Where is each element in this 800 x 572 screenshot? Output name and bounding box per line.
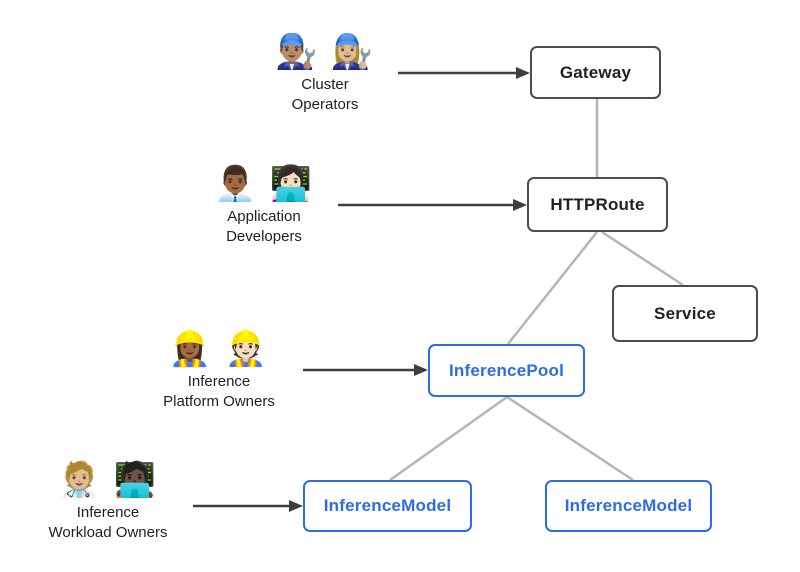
- edge-httproute-inferencepool: [507, 231, 598, 345]
- persona-inference-workload-owners: 🧑🏼‍⚕️ 🧑🏿‍💻 Inference Workload Owners: [49, 461, 168, 543]
- edge-httproute-service: [601, 230, 684, 287]
- node-gateway: Gateway: [530, 46, 661, 99]
- node-service: Service: [612, 285, 758, 342]
- persona-label: Cluster Operators: [292, 75, 359, 115]
- persona-application-developers: 👨🏾‍💼 👩🏻‍💻 Application Developers: [214, 165, 314, 247]
- mechanics-emoji-icon: 👨🏽‍🔧 👩🏼‍🔧: [274, 33, 376, 71]
- health-worker-technologist-emoji-icon: 🧑🏼‍⚕️ 🧑🏿‍💻: [57, 461, 159, 499]
- node-inference-model-right: InferenceModel: [545, 480, 712, 532]
- persona-label-line2: Operators: [291, 95, 359, 113]
- node-httproute: HTTPRoute: [527, 177, 668, 232]
- persona-label-line2: Workload Owners: [48, 523, 168, 541]
- node-inference-model-left: InferenceModel: [303, 480, 472, 532]
- persona-inference-platform-owners: 👷🏾‍♀️ 👷🏻 Inference Platform Owners: [163, 330, 275, 412]
- persona-label: Inference Workload Owners: [49, 503, 168, 543]
- persona-label-line1: Inference: [187, 373, 251, 391]
- technologists-emoji-icon: 👨🏾‍💼 👩🏻‍💻: [213, 165, 315, 203]
- persona-label-line1: Inference: [76, 504, 140, 522]
- persona-label-line1: Application: [227, 208, 301, 226]
- persona-label-line1: Cluster: [301, 76, 349, 94]
- persona-label: Application Developers: [226, 207, 302, 247]
- persona-label: Inference Platform Owners: [163, 372, 275, 412]
- construction-workers-emoji-icon: 👷🏾‍♀️ 👷🏻: [168, 330, 270, 368]
- edge-inferencepool-inferencemodel-right: [506, 395, 634, 482]
- persona-label-line2: Developers: [226, 227, 302, 245]
- node-inference-pool: InferencePool: [428, 344, 585, 397]
- persona-label-line2: Platform Owners: [163, 392, 275, 410]
- edge-inferencepool-inferencemodel-left: [389, 395, 508, 482]
- persona-cluster-operators: 👨🏽‍🔧 👩🏼‍🔧 Cluster Operators: [275, 33, 375, 115]
